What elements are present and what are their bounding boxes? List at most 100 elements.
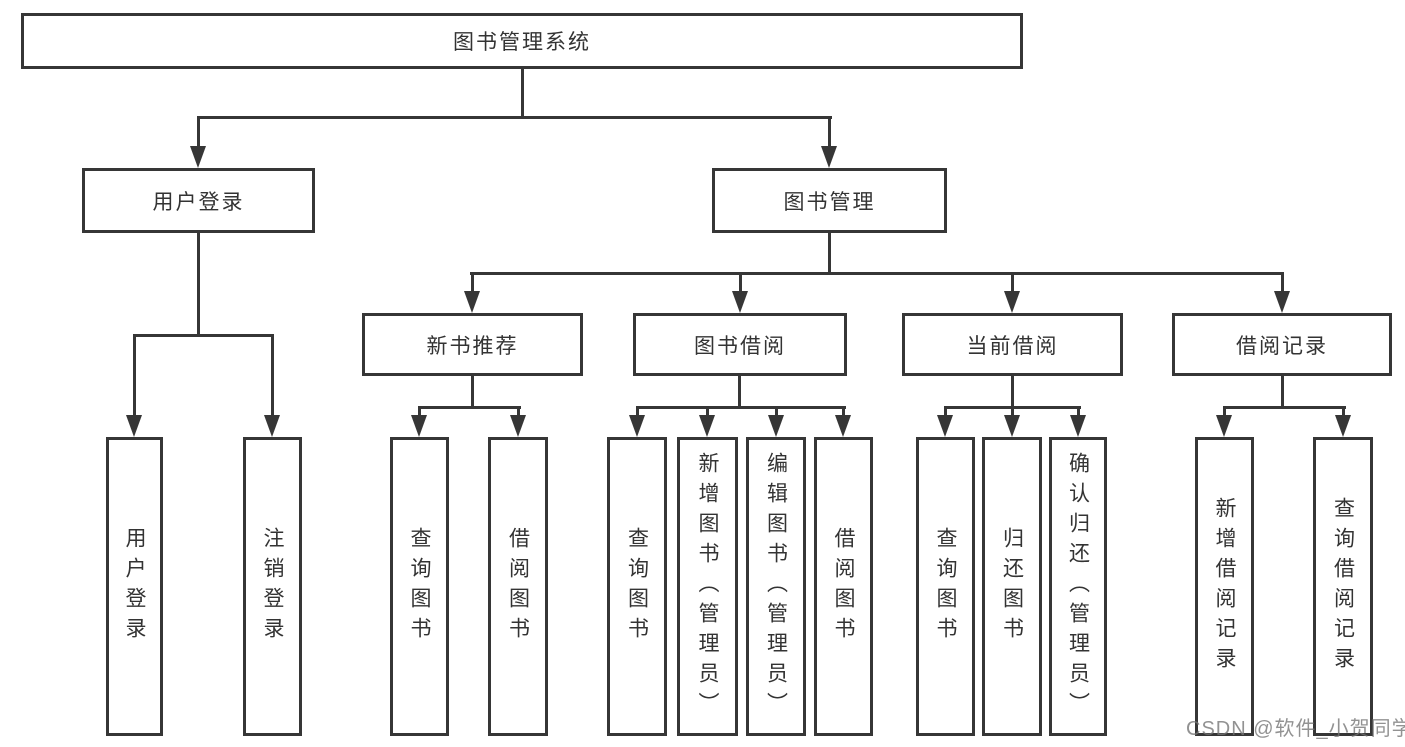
arrow-down-icon	[1070, 408, 1086, 437]
leaf-borrow-books-1: 借阅图书	[488, 437, 548, 736]
node-current-borrowing: 当前借阅	[902, 313, 1123, 376]
arrowhead-icon	[835, 415, 851, 437]
node-label: 借阅记录	[1236, 334, 1328, 358]
arrow-down-icon	[699, 408, 715, 437]
node-label: 注销登录	[261, 526, 285, 647]
connector-line	[470, 272, 1284, 275]
arrow-shaft	[841, 408, 845, 419]
node-book-management: 图书管理	[712, 168, 947, 233]
node-label: 查询图书	[408, 526, 432, 647]
connector-line	[1011, 376, 1014, 409]
arrow-shaft	[774, 408, 778, 419]
arrow-down-icon	[1274, 274, 1290, 313]
arrow-shaft	[635, 408, 639, 419]
arrow-down-icon	[768, 408, 784, 437]
arrow-down-icon	[835, 408, 851, 437]
arrow-down-icon	[1004, 408, 1020, 437]
leaf-confirm-return-admin: 确认归还（管理员）	[1049, 437, 1107, 736]
arrow-shaft	[1341, 408, 1345, 419]
arrowhead-icon	[629, 415, 645, 437]
arrow-shaft	[470, 274, 474, 295]
leaf-add-borrow-record: 新增借阅记录	[1195, 437, 1254, 736]
arrowhead-icon	[126, 415, 142, 437]
arrow-down-icon	[732, 274, 748, 313]
node-label: 用户登录	[123, 526, 147, 647]
leaf-user-login: 用户登录	[106, 437, 163, 736]
arrow-down-icon	[821, 118, 837, 168]
arrowhead-icon	[1004, 291, 1020, 313]
arrowhead-icon	[732, 291, 748, 313]
arrow-down-icon	[264, 336, 280, 437]
connector-line	[828, 233, 831, 275]
node-label: 图书管理系统	[453, 31, 591, 54]
node-label: 借阅图书	[832, 526, 856, 647]
node-label: 当前借阅	[966, 334, 1059, 358]
leaf-add-books-admin: 新增图书（管理员）	[677, 437, 738, 736]
arrow-down-icon	[190, 118, 206, 168]
arrow-shaft	[132, 336, 136, 419]
connector-line	[521, 69, 524, 118]
arrow-shaft	[827, 118, 831, 150]
arrowhead-icon	[1216, 415, 1232, 437]
arrow-down-icon	[126, 336, 142, 437]
arrow-shaft	[1222, 408, 1226, 419]
arrow-down-icon	[937, 408, 953, 437]
arrowhead-icon	[1070, 415, 1086, 437]
arrow-shaft	[1010, 408, 1014, 419]
arrowhead-icon	[1335, 415, 1351, 437]
node-label: 新增图书（管理员）	[696, 451, 720, 722]
arrow-shaft	[943, 408, 947, 419]
arrow-down-icon	[629, 408, 645, 437]
csdn-watermark: CSDN @软件_小贺同学	[1186, 718, 1405, 740]
arrow-shaft	[738, 274, 742, 295]
arrowhead-icon	[264, 415, 280, 437]
connector-line	[133, 334, 274, 337]
node-label: 图书借阅	[694, 334, 786, 358]
arrow-down-icon	[464, 274, 480, 313]
connector-line	[197, 233, 200, 336]
leaf-query-borrow-record: 查询借阅记录	[1313, 437, 1373, 736]
arrowhead-icon	[510, 415, 526, 437]
connector-line	[418, 406, 521, 409]
arrow-down-icon	[411, 408, 427, 437]
node-borrowing-records: 借阅记录	[1172, 313, 1392, 376]
connector-line	[1223, 406, 1346, 409]
arrowhead-icon	[699, 415, 715, 437]
arrowhead-icon	[1274, 291, 1290, 313]
node-user-login: 用户登录	[82, 168, 315, 233]
node-label: 借阅图书	[506, 526, 530, 647]
arrow-shaft	[1280, 274, 1284, 295]
leaf-query-books-1: 查询图书	[390, 437, 449, 736]
arrowhead-icon	[937, 415, 953, 437]
node-label: 新书推荐	[426, 334, 519, 358]
arrow-shaft	[705, 408, 709, 419]
arrowhead-icon	[1004, 415, 1020, 437]
leaf-query-books-3: 查询图书	[916, 437, 975, 736]
node-new-book-recommend: 新书推荐	[362, 313, 583, 376]
leaf-borrow-books-2: 借阅图书	[814, 437, 873, 736]
leaf-logout: 注销登录	[243, 437, 302, 736]
arrow-shaft	[1010, 274, 1014, 295]
leaf-return-books: 归还图书	[982, 437, 1042, 736]
node-label: 查询图书	[934, 526, 958, 647]
node-label: 图书管理	[783, 190, 876, 214]
node-label: 查询借阅记录	[1331, 496, 1355, 677]
node-label: 编辑图书（管理员）	[764, 451, 788, 722]
connector-line	[944, 406, 1081, 409]
node-root-library-system: 图书管理系统	[21, 13, 1023, 69]
leaf-query-books-2: 查询图书	[607, 437, 667, 736]
node-label: 新增借阅记录	[1213, 496, 1237, 677]
arrowhead-icon	[768, 415, 784, 437]
arrow-shaft	[516, 408, 520, 419]
node-book-borrowing: 图书借阅	[633, 313, 847, 376]
connector-line	[197, 116, 832, 119]
arrow-down-icon	[510, 408, 526, 437]
arrowhead-icon	[821, 146, 837, 168]
arrow-shaft	[417, 408, 421, 419]
node-label: 用户登录	[152, 190, 245, 214]
connector-line	[1281, 376, 1284, 409]
arrow-down-icon	[1216, 408, 1232, 437]
node-label: 归还图书	[1000, 526, 1024, 647]
arrow-shaft	[270, 336, 274, 419]
arrowhead-icon	[411, 415, 427, 437]
